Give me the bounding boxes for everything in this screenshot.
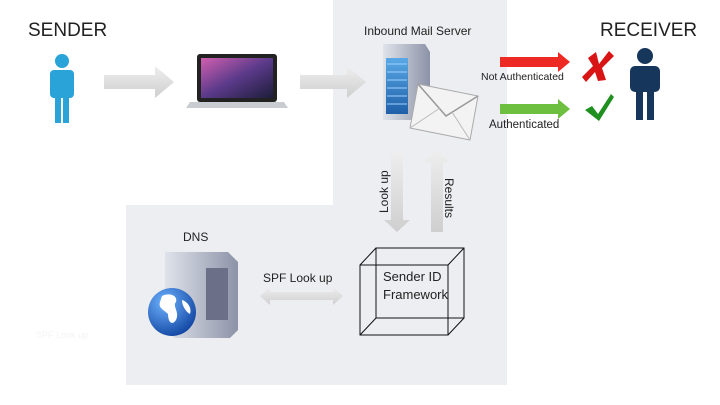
- dns-label: DNS: [183, 230, 208, 244]
- not-authenticated-label: Not Authenticated: [481, 71, 564, 83]
- look-up-label: Look up: [377, 170, 391, 213]
- check-icon: [585, 94, 614, 121]
- sender-id-label-line1: Sender ID: [383, 269, 442, 284]
- inbound-mail-server-label: Inbound Mail Server: [364, 24, 471, 38]
- globe-icon: [148, 288, 196, 336]
- receiver-person-icon: [630, 48, 660, 120]
- ghost-text: SPF Look up: [36, 330, 88, 340]
- look-up-arrow: [384, 152, 410, 232]
- results-label: Results: [442, 178, 456, 218]
- authenticated-label: Authenticated: [489, 119, 559, 131]
- cross-icon: [582, 51, 614, 82]
- authenticated-arrow: [500, 99, 570, 119]
- results-arrow: [424, 150, 450, 232]
- sender-label: SENDER: [28, 20, 107, 41]
- sender-person-icon: [50, 54, 74, 123]
- spf-lookup-label: SPF Look up: [263, 271, 333, 285]
- receiver-label: RECEIVER: [600, 20, 697, 41]
- arrow-laptop-to-server: [300, 66, 366, 98]
- not-authenticated-arrow: [500, 52, 570, 72]
- spf-lookup-arrow: [260, 287, 343, 305]
- laptop-icon: [186, 54, 288, 108]
- envelope-icon: [409, 83, 479, 141]
- arrow-sender-to-laptop: [104, 66, 174, 98]
- cube-icon: [359, 247, 465, 336]
- sender-id-label-line2: Framework: [383, 287, 449, 302]
